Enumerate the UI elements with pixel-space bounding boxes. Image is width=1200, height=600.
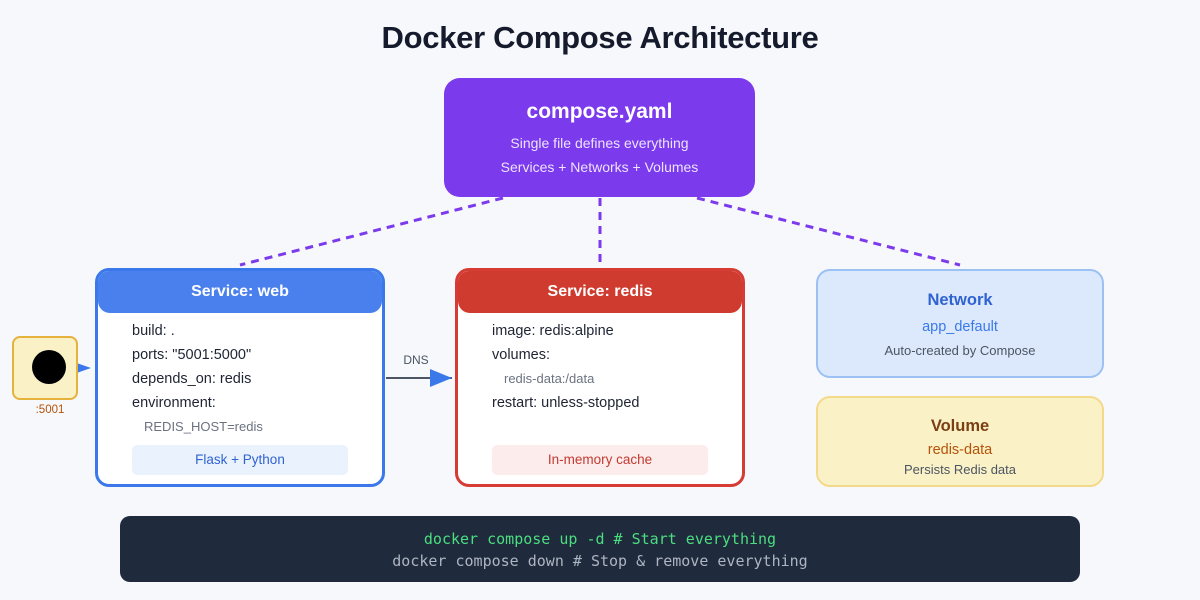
web-build-line: build: . <box>132 323 175 339</box>
service-redis-card: Service: redis image: redis:alpine volum… <box>455 268 745 487</box>
compose-to-web-connector <box>239 196 504 267</box>
host-dot-icon <box>32 350 66 384</box>
redis-tech-tag: In-memory cache <box>492 445 708 475</box>
volume-box: Volume redis-data Persists Redis data <box>816 396 1104 487</box>
page-title: Docker Compose Architecture <box>381 20 819 55</box>
redis-volume-mount: redis-data:/data <box>504 371 595 386</box>
terminal-command-up: docker compose up -d # Start everything <box>423 530 777 548</box>
web-environment-line: environment: <box>132 395 216 411</box>
volume-name: redis-data <box>927 442 993 458</box>
volume-header: Volume <box>930 417 990 435</box>
redis-volumes-line: volumes: <box>492 347 551 363</box>
compose-description-2: Services + Networks + Volumes <box>500 159 699 175</box>
web-to-redis-arrowhead <box>430 369 452 387</box>
compose-file-box: compose.yaml Single file defines everyth… <box>444 78 755 197</box>
terminal-commands: docker compose up -d # Start everything … <box>120 516 1080 582</box>
redis-restart-line: restart: unless-stopped <box>492 395 640 411</box>
redis-image-line: image: redis:alpine <box>492 323 614 339</box>
network-box: Network app_default Auto-created by Comp… <box>816 269 1104 378</box>
network-note: Auto-created by Compose <box>884 343 1036 358</box>
network-header: Network <box>927 291 993 309</box>
web-ports-line: ports: "5001:5000" <box>132 347 252 363</box>
web-tech-tag: Flask + Python <box>132 445 348 475</box>
web-depends-line: depends_on: redis <box>132 371 252 387</box>
terminal-command-down: docker compose down # Stop & remove ever… <box>392 552 808 570</box>
host-port-label: :5001 <box>35 404 65 416</box>
compose-to-network-connector <box>696 196 961 267</box>
volume-note: Persists Redis data <box>904 462 1016 477</box>
web-env-var: REDIS_HOST=redis <box>144 419 263 434</box>
compose-file-name: compose.yaml <box>526 100 673 123</box>
host-port-box <box>12 336 78 400</box>
dns-label: DNS <box>403 353 429 367</box>
network-name: app_default <box>922 319 998 335</box>
compose-description-1: Single file defines everything <box>510 135 689 151</box>
service-web-header: Service: web <box>98 271 382 313</box>
service-redis-header: Service: redis <box>458 271 742 313</box>
service-web-card: Service: web build: . ports: "5001:5000"… <box>95 268 385 487</box>
